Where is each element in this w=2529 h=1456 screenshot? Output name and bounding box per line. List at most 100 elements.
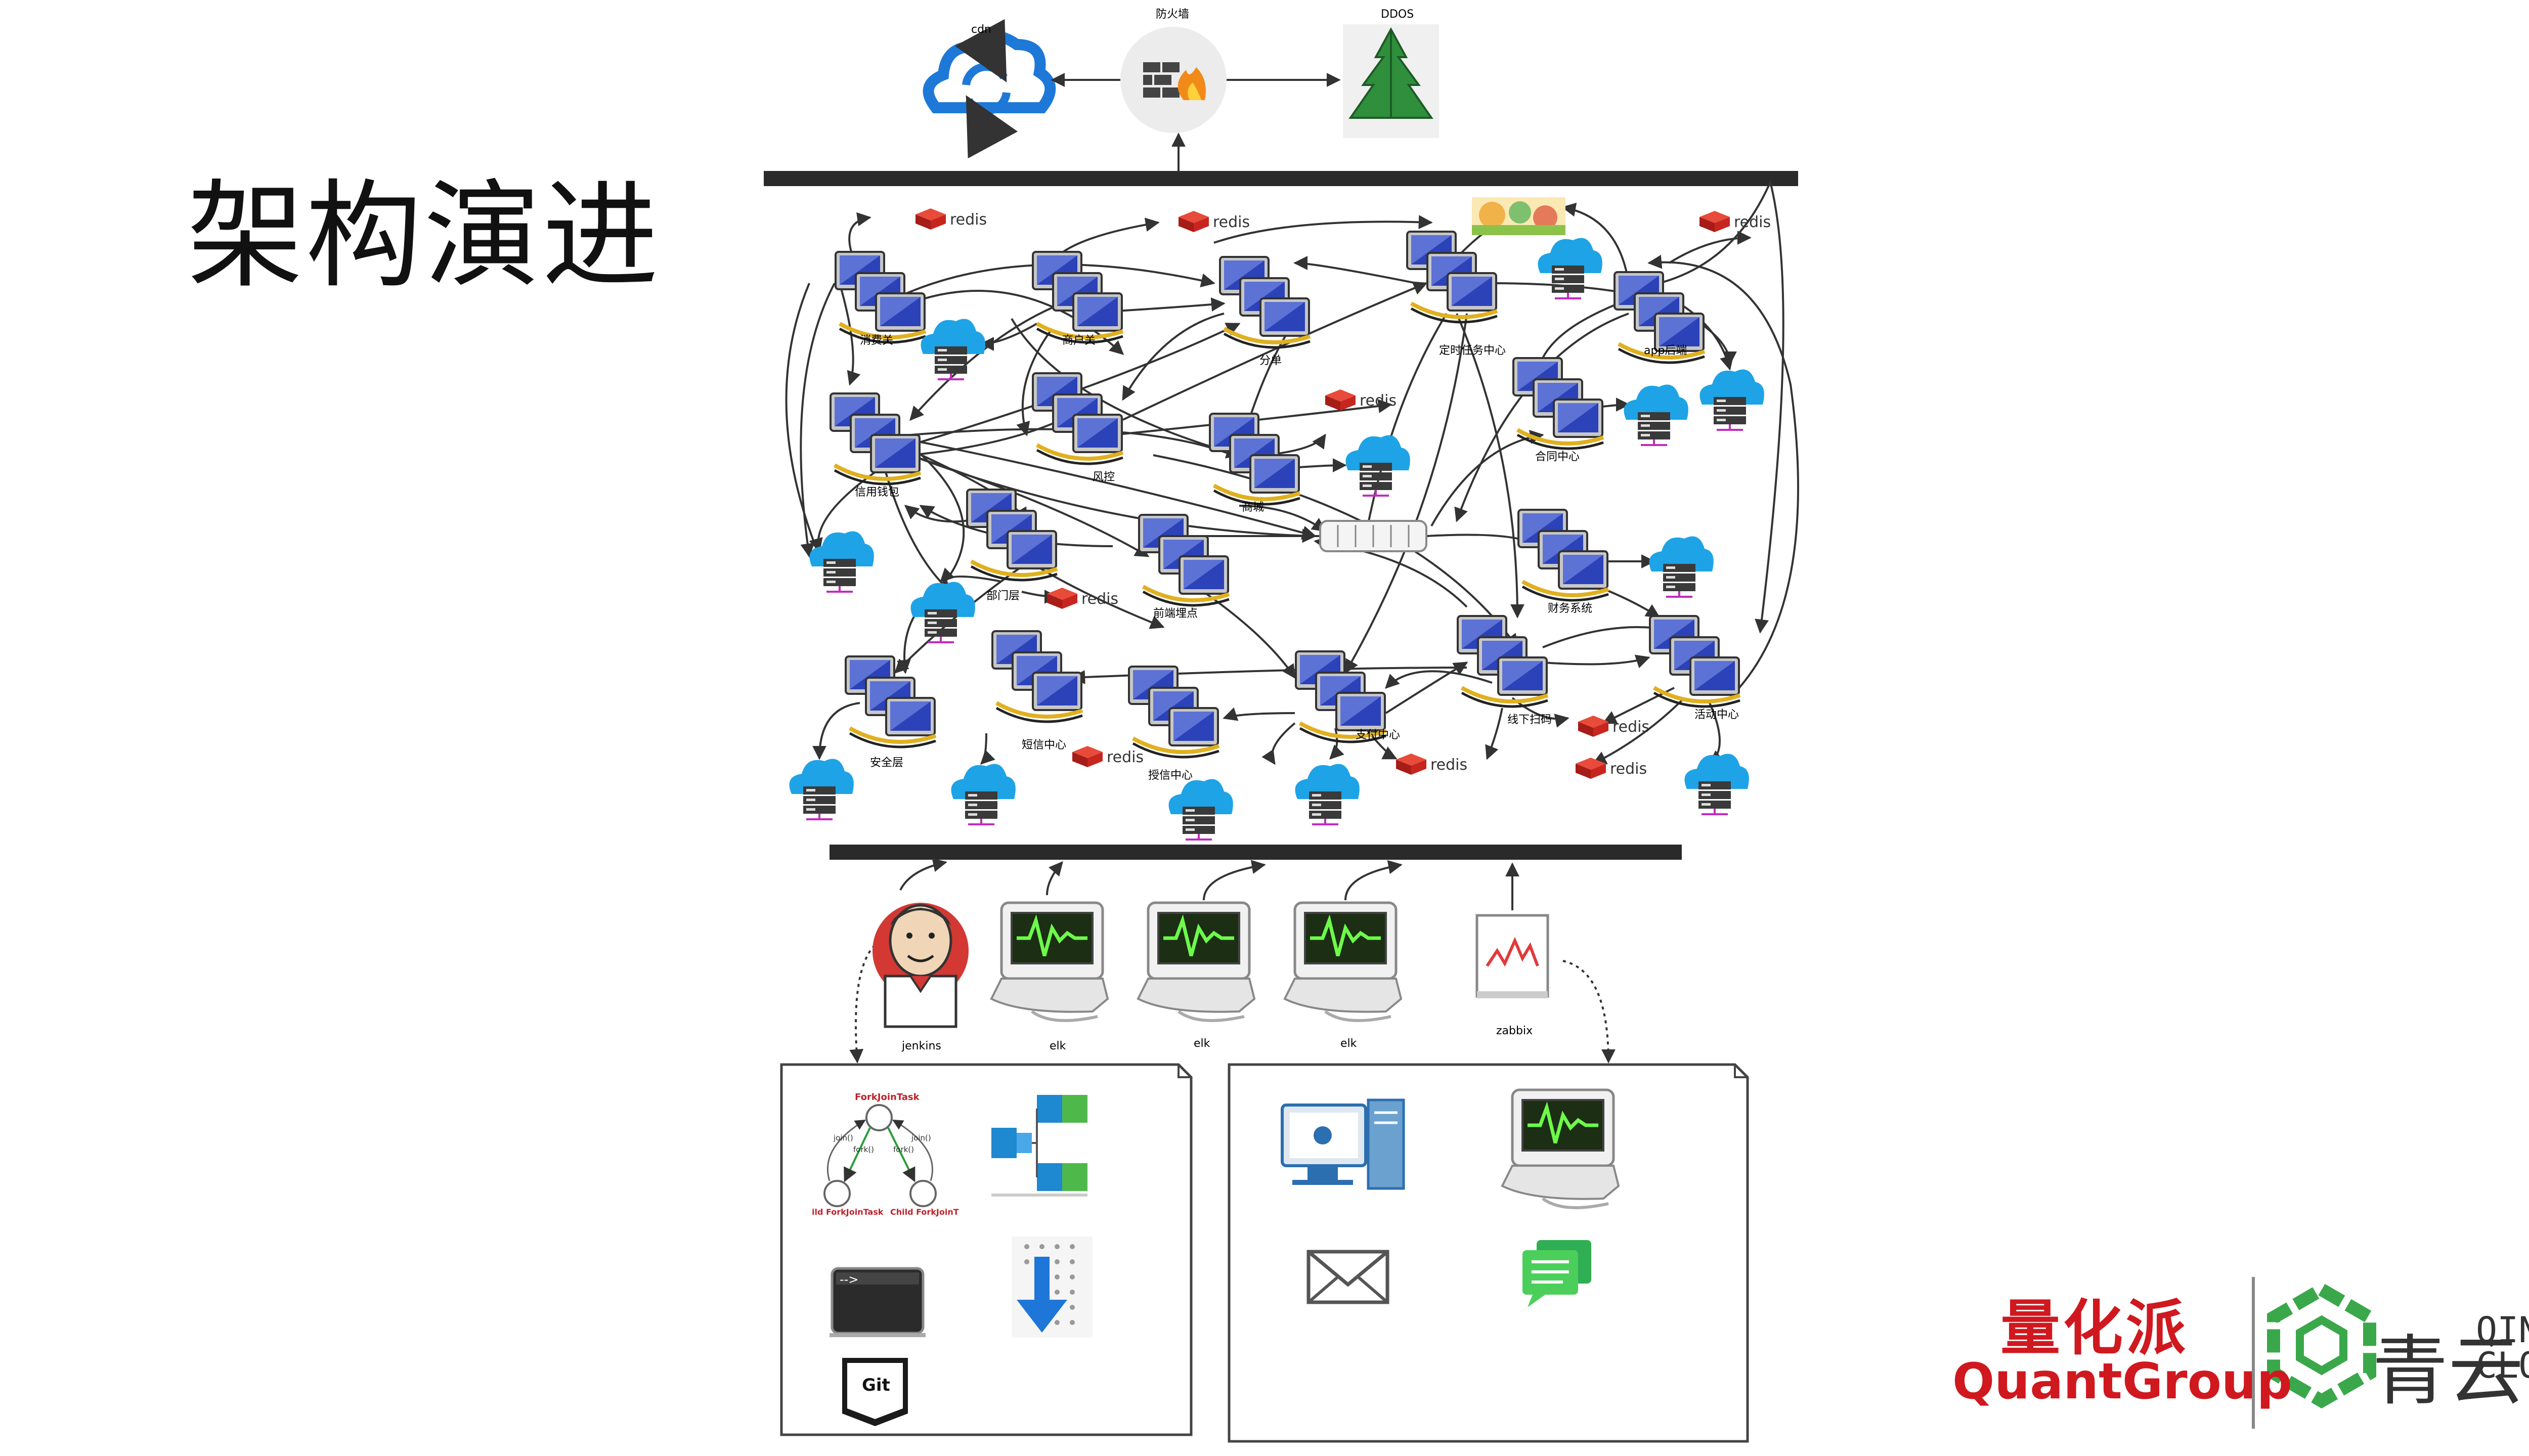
cloud-server-icon xyxy=(1683,753,1750,815)
svg-text:redis: redis xyxy=(1610,760,1647,778)
redis-icon: redis xyxy=(915,208,987,230)
elk-icon xyxy=(991,903,1108,1021)
elk-icon xyxy=(1285,903,1401,1021)
svg-text:信用钱包: 信用钱包 xyxy=(855,486,899,499)
redis-icon: redis xyxy=(1325,389,1397,411)
svg-text:商户关: 商户关 xyxy=(1062,334,1096,347)
zabbix-label: zabbix xyxy=(1496,1025,1533,1037)
service-node: 合同中心 xyxy=(1513,358,1603,463)
top-bus-bar xyxy=(764,171,1798,186)
computer-icon xyxy=(1281,1098,1405,1190)
svg-text:合同中心: 合同中心 xyxy=(1535,451,1580,463)
redis-icon: redis xyxy=(1179,211,1250,232)
message-queue xyxy=(1319,520,1427,552)
cloud-server-icon xyxy=(1623,383,1689,446)
tool-connections xyxy=(899,858,1519,910)
cloud-server-icon xyxy=(1648,535,1715,598)
svg-text:redis: redis xyxy=(1734,213,1771,231)
download-icon xyxy=(1012,1237,1093,1338)
redis-icon: redis xyxy=(1072,746,1144,767)
ddos-label: DDOS xyxy=(1381,8,1414,21)
cloud-server-icon xyxy=(950,763,1017,825)
redis-icon: redis xyxy=(1396,754,1467,775)
redis-instances: redis redis redis redis redis redis redi… xyxy=(915,208,1771,779)
cdn-node xyxy=(923,19,1056,159)
quantgroup-logo-cn: 量化派 xyxy=(2000,1293,2189,1363)
svg-text:app后端: app后端 xyxy=(1644,344,1687,357)
redis-icon: redis xyxy=(1576,758,1647,779)
service-node: 活动中心 xyxy=(1650,616,1740,721)
service-node: 短信中心 xyxy=(992,631,1082,752)
slide-title: 架构演进 xyxy=(187,169,661,304)
service-node: 支付中心 xyxy=(1296,651,1400,742)
svg-text:前端埋点: 前端埋点 xyxy=(1153,607,1198,620)
svg-text:Git: Git xyxy=(862,1375,890,1395)
firewall-node xyxy=(1120,27,1227,133)
svg-text:ForkJoinTask: ForkJoinTask xyxy=(855,1092,920,1102)
svg-text:部门层: 部门层 xyxy=(986,590,1020,602)
svg-text:fork(): fork() xyxy=(893,1145,914,1154)
svg-text:redis: redis xyxy=(1107,748,1144,766)
git-icon: Git xyxy=(842,1358,908,1426)
cloud-server-icon xyxy=(909,581,976,643)
cloud-server-icon xyxy=(1698,368,1765,431)
service-node: 线下扫码 xyxy=(1458,616,1552,726)
elk-label: elk xyxy=(1194,1037,1210,1050)
svg-text:活动中心: 活动中心 xyxy=(1694,709,1739,721)
terminal-icon: --> xyxy=(830,1267,926,1337)
devops-toolset-panel: ForkJoinTask ild ForkJoinTask Child Fork… xyxy=(780,1063,1193,1436)
qingcloud-logo: 青云 QING CLOUD xyxy=(2266,1295,2529,1416)
service-node: 商城 xyxy=(1210,414,1300,514)
service-node: 安全层 xyxy=(846,656,936,769)
elk-icon xyxy=(1138,903,1254,1021)
redis-icon: redis xyxy=(1047,588,1118,609)
monitoring-panel xyxy=(1228,1063,1749,1443)
cloud-server-icon xyxy=(788,758,855,820)
cloud-server-icon xyxy=(1294,763,1361,825)
service-node: 消费关 xyxy=(836,252,926,347)
svg-text:商城: 商城 xyxy=(1242,501,1264,514)
service-node: 风控 xyxy=(1033,373,1123,483)
svg-text:Child ForkJoinT: Child ForkJoinT xyxy=(890,1207,959,1217)
chat-icon xyxy=(1522,1240,1591,1307)
jenkins-icon xyxy=(873,903,969,1028)
service-node: 前端埋点 xyxy=(1139,515,1229,620)
monitor-tool-icon xyxy=(1502,1090,1619,1208)
service-node: 定时任务中心 xyxy=(1407,232,1506,357)
quantgroup-logo-en: QuantGroup xyxy=(1952,1353,2292,1410)
svg-text:安全层: 安全层 xyxy=(870,757,903,769)
topology-icon xyxy=(991,1095,1087,1197)
zabbix-icon xyxy=(1475,914,1549,998)
service-node: 商户关 xyxy=(1033,252,1123,347)
svg-text:授信中心: 授信中心 xyxy=(1148,769,1193,782)
firewall-label: 防火墙 xyxy=(1156,8,1189,21)
cloud-server-icon xyxy=(920,318,986,380)
svg-text:定时任务中心: 定时任务中心 xyxy=(1439,344,1506,357)
svg-text:fork(): fork() xyxy=(853,1145,874,1154)
service-nodes: 消费关 商户关 分单 定时任务中心 app后端 信用钱包 风控 商城 合同中心 … xyxy=(831,232,1740,782)
elk-label: elk xyxy=(1340,1037,1357,1050)
qingcloud-logo-icon xyxy=(2267,1282,2376,1409)
svg-text:风控: 风控 xyxy=(1093,471,1115,483)
service-node: 部门层 xyxy=(967,490,1057,602)
qingcloud-logo-en: QING CLOUD xyxy=(2476,1309,2529,1386)
service-node: 授信中心 xyxy=(1129,667,1219,782)
mail-icon xyxy=(1306,1250,1389,1304)
svg-text:join(): join() xyxy=(911,1133,931,1142)
cdn-label: cdn xyxy=(971,23,991,36)
service-node: app后端 xyxy=(1615,272,1705,363)
bottom-bus-bar xyxy=(830,845,1682,860)
svg-text:redis: redis xyxy=(1430,756,1467,774)
svg-text:分单: 分单 xyxy=(1259,355,1282,367)
svg-text:-->: --> xyxy=(840,1272,858,1287)
image-thumbnail xyxy=(1472,197,1565,235)
redis-icon: redis xyxy=(1699,211,1771,232)
svg-text:join(): join() xyxy=(833,1133,853,1142)
svg-text:消费关: 消费关 xyxy=(860,334,893,347)
cloud-server-icon xyxy=(1167,778,1234,841)
cloud-server-icon xyxy=(1344,434,1411,497)
svg-text:短信中心: 短信中心 xyxy=(1022,739,1066,752)
ddos-node xyxy=(1343,24,1439,138)
